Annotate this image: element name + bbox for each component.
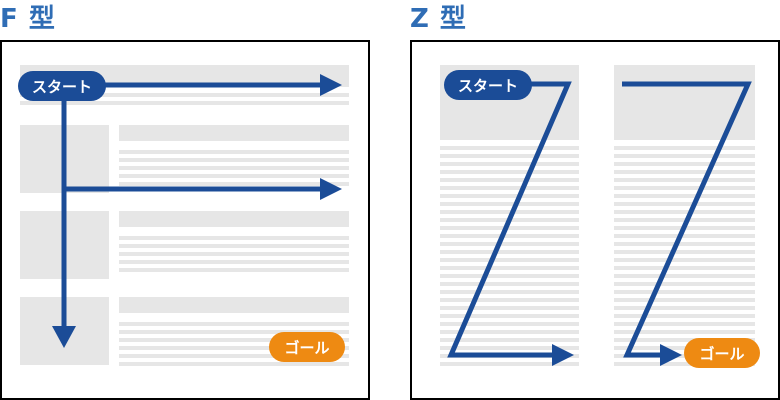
z-text-line (614, 338, 755, 342)
z-text-line (440, 306, 579, 310)
f-arrowheads (52, 74, 342, 348)
z-right-arrowhead (660, 344, 682, 366)
f-text-line (119, 244, 349, 248)
z-text-line (440, 330, 579, 334)
z-text-line (614, 210, 755, 214)
f-layout-placeholders (20, 65, 349, 366)
z-text-line (614, 266, 755, 270)
f-text-line (119, 150, 349, 154)
f-heading-block (119, 211, 349, 227)
z-text-line (614, 274, 755, 278)
z-pattern-title: Z 型 (410, 4, 467, 34)
z-text-line (440, 250, 579, 254)
z-text-line (614, 306, 755, 310)
z-left-arrowhead (552, 344, 574, 366)
f-text-line (119, 252, 349, 256)
f-text-line (119, 182, 349, 186)
z-text-line (614, 146, 755, 150)
z-text-line (614, 314, 755, 318)
f-text-line (119, 260, 349, 264)
z-text-line (614, 322, 755, 326)
f-start-badge: スタート (18, 71, 106, 101)
z-arrowheads (552, 344, 682, 366)
z-text-line (614, 258, 755, 262)
z-text-line (440, 178, 579, 182)
f-text-line (119, 338, 349, 342)
f-text-line (119, 346, 349, 350)
z-text-line (440, 338, 579, 342)
z-text-line (440, 162, 579, 166)
f-goal-badge: ゴール (269, 332, 345, 362)
z-text-line (614, 218, 755, 222)
f-header-line (20, 93, 349, 97)
z-text-line (440, 290, 579, 294)
f-reading-path (60, 82, 322, 328)
z-text-line (440, 258, 579, 262)
z-text-line (614, 170, 755, 174)
z-right-path (622, 81, 752, 358)
f-text-line (119, 236, 349, 240)
z-reading-path (447, 81, 752, 358)
z-text-line (614, 202, 755, 206)
z-text-line (614, 186, 755, 190)
z-text-line (614, 362, 755, 366)
z-text-line (440, 346, 579, 350)
z-text-line (614, 162, 755, 166)
z-text-line (440, 322, 579, 326)
f-top-arrowhead (320, 74, 342, 96)
z-text-line (440, 298, 579, 302)
f-text-line (119, 330, 349, 334)
z-text-line (440, 266, 579, 270)
f-text-line (119, 362, 349, 366)
z-goal-badge: ゴール (684, 338, 760, 368)
f-text-line (119, 166, 349, 170)
z-text-line (614, 234, 755, 238)
z-text-lines (440, 146, 755, 366)
z-text-line (614, 242, 755, 246)
f-text-line (119, 174, 349, 178)
z-text-line (440, 170, 579, 174)
z-text-line (440, 274, 579, 278)
z-text-line (440, 154, 579, 158)
f-header-line (20, 101, 349, 105)
z-text-line (614, 298, 755, 302)
f-bottom-arrowhead (52, 326, 76, 348)
z-right-image-block (614, 65, 755, 140)
z-text-line (614, 154, 755, 158)
z-text-line (440, 194, 579, 198)
f-heading-block (119, 125, 349, 141)
z-text-line (440, 282, 579, 286)
f-heading-block (119, 297, 349, 313)
z-start-badge: スタート (444, 70, 532, 100)
f-middle-arrowhead (320, 178, 342, 200)
z-text-line (614, 250, 755, 254)
z-text-line (440, 146, 579, 150)
z-text-line (440, 202, 579, 206)
z-text-line (614, 178, 755, 182)
z-text-line (440, 314, 579, 318)
f-text-line (119, 322, 349, 326)
f-text-line (119, 158, 349, 162)
f-text-line (119, 354, 349, 358)
f-text-line (119, 268, 349, 272)
z-text-line (440, 210, 579, 214)
z-text-line (614, 290, 755, 294)
z-left-path (447, 81, 572, 358)
z-text-line (440, 186, 579, 190)
z-text-line (440, 242, 579, 246)
f-pattern-title: F 型 (0, 4, 56, 34)
z-text-line (614, 282, 755, 286)
z-text-line (614, 194, 755, 198)
z-text-line (440, 226, 579, 230)
z-text-line (440, 234, 579, 238)
z-text-line (614, 330, 755, 334)
z-text-line (440, 362, 579, 366)
